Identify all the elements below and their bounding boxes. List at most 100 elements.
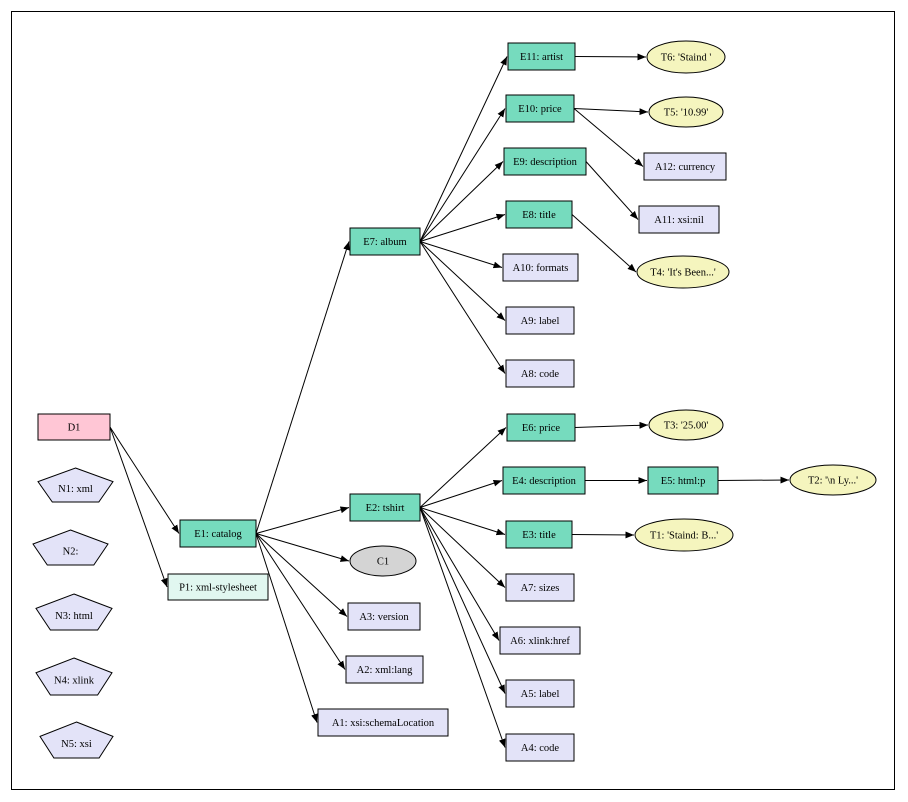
edge-d1-e1 [109,426,180,534]
node-label: A9: label [521,316,560,327]
edge-e1-a3 [255,533,348,617]
node-label: T5: '10.99' [664,108,709,119]
node-t4: T4: 'It's Been...' [636,255,730,289]
node-t2: T2: '\n Ly...' [789,464,877,496]
node-a9: A9: label [505,306,575,335]
node-label: N5: xsi [61,739,92,750]
node-label: A4: code [521,743,560,754]
node-e1: E1: catalog [179,519,257,548]
node-label: E9: description [513,157,578,168]
node-d1: D1 [37,413,111,441]
node-e8: E8: title [505,200,573,229]
node-e3: E3: title [505,520,573,549]
edge-d1-p1 [109,426,168,588]
edge-e7-a8 [419,241,506,374]
edge-e2-e4 [419,479,503,508]
node-a10: A10: formats [502,253,579,282]
node-label: E4: description [512,476,577,487]
node-label: E7: album [363,237,406,248]
edge-e1-e2 [255,506,350,534]
node-n5: N5: xsi [39,721,114,759]
edge-e8-t4 [571,214,637,273]
node-label: C1 [377,557,389,568]
edge-e2-a7 [419,507,506,588]
node-n2: N2: [32,529,109,566]
edge-e3-t1 [571,531,635,539]
edge-e2-e3 [419,507,506,536]
node-label: A12: currency [655,162,716,173]
node-label: T6: 'Staind ' [661,53,712,64]
node-t3: T3: '25.00' [648,409,724,441]
node-a12: A12: currency [643,152,727,181]
node-label: E6: price [522,423,561,434]
node-label: A3: version [359,612,409,623]
node-a3: A3: version [347,602,421,631]
node-label: T3: '25.00' [664,421,709,432]
node-a6: A6: xlink:href [499,626,581,655]
node-p1: P1: xml-stylesheet [167,573,269,601]
edge-e2-a5 [419,507,506,694]
node-label: P1: xml-stylesheet [179,583,257,594]
node-t5: T5: '10.99' [648,96,724,128]
edge-e1-a2 [255,533,346,670]
node-label: A6: xlink:href [510,636,570,647]
node-label: E8: title [522,210,556,221]
node-label: N1: xml [58,484,93,495]
node-label: A5: label [521,689,560,700]
edge-e7-e8 [419,213,506,242]
node-t1: T1: 'Staind: B...' [634,518,734,552]
node-label: E3: title [522,530,556,541]
node-label: A7: sizes [521,583,560,594]
node-a1: A1: xsi:schemaLocation [317,708,449,737]
node-a7: A7: sizes [505,573,575,602]
edge-e10-t5 [573,108,649,115]
node-a5: A5: label [505,679,575,708]
edge-e1-c1 [255,533,350,562]
node-label: E1: catalog [194,529,242,540]
node-label: D1 [68,423,81,434]
node-label: A2: xml:lang [357,665,413,676]
node-a11: A11: xsi:nil [638,205,720,234]
node-e7: E7: album [349,227,421,256]
edge-e9-a11 [585,161,639,220]
edge-e2-a4 [419,507,506,748]
node-a8: A8: code [505,359,575,388]
diagram-frame [11,11,895,790]
node-label: T4: 'It's Been...' [650,268,716,279]
edge-e7-e11 [419,56,508,242]
node-e4: E4: description [502,466,586,495]
edge-e2-e6 [419,427,507,508]
node-e5: E5: html:p [647,466,719,495]
node-label: T1: 'Staind: B...' [650,531,718,542]
node-label: T2: '\n Ly...' [808,476,858,487]
node-label: A1: xsi:schemaLocation [332,718,435,729]
edge-e5-t2 [717,476,790,484]
node-e2: E2: tshirt [349,493,421,522]
node-label: E10: price [518,104,562,115]
node-a2: A2: xml:lang [345,655,424,684]
edge-e11-t6 [574,53,647,61]
edge-e1-e7 [255,241,350,534]
edge-e2-a6 [419,507,500,641]
node-label: N4: xlink [54,676,95,687]
node-label: E11: artist [520,52,563,63]
node-label: E5: html:p [661,476,706,487]
node-label: N2: [63,547,79,558]
edge-e10-a12 [573,108,644,167]
node-label: E2: tshirt [366,503,405,514]
node-c1: C1 [349,545,417,577]
node-n1: N1: xml [37,467,114,503]
edge-e1-a1 [255,533,318,723]
node-a4: A4: code [505,733,575,762]
edge-e7-e10 [419,108,506,242]
node-t6: T6: 'Staind ' [646,40,726,74]
node-e10: E10: price [505,94,575,123]
node-label: A11: xsi:nil [654,215,704,226]
node-label: A10: formats [513,263,569,274]
edge-e7-e9 [419,161,504,242]
node-label: N3: html [55,611,93,622]
node-e11: E11: artist [507,42,576,71]
edge-e7-a9 [419,241,506,321]
